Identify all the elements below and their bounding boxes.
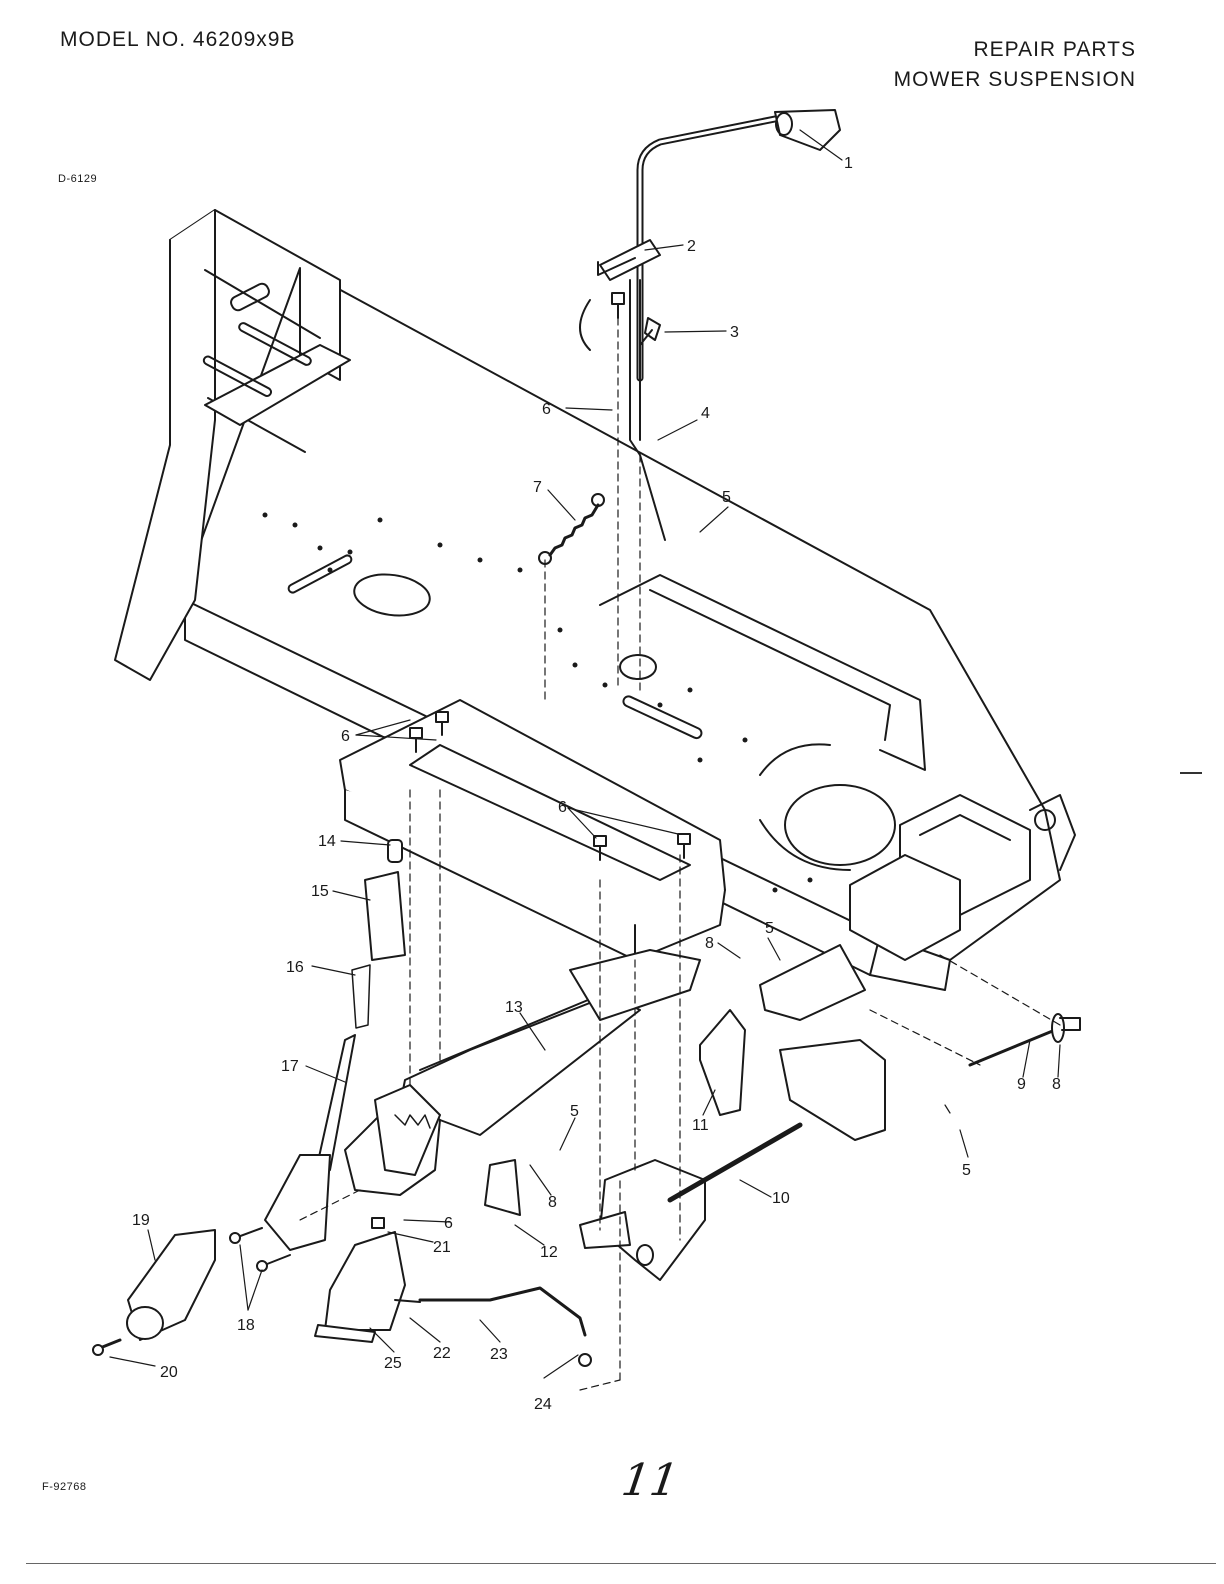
chassis-frame	[114, 209, 1076, 991]
callout-13: 13	[505, 999, 523, 1016]
model-number: MODEL NO. 46209x9B	[60, 28, 296, 51]
lift-linkage	[399, 944, 886, 1281]
link-assembly	[264, 839, 441, 1251]
callout-5d: 5	[962, 1162, 971, 1179]
margin-mark	[1180, 772, 1202, 774]
lift-handle	[636, 109, 841, 382]
callout-8b: 8	[1052, 1076, 1061, 1093]
callout-labels: 1 2 3 4 5 5 5 5 6 6 6 6 7 8 8 8 9 10 11 …	[132, 155, 1061, 1413]
bracket-25-rod-23	[314, 1231, 592, 1367]
callout-2: 2	[687, 238, 696, 255]
callout-6c: 6	[558, 799, 567, 816]
bottom-rule	[26, 1563, 1216, 1564]
callout-18: 18	[237, 1317, 255, 1334]
callout-25: 25	[384, 1355, 402, 1372]
callout-5b: 5	[765, 920, 774, 937]
callout-24: 24	[534, 1396, 552, 1413]
rod	[968, 1013, 1081, 1067]
callout-12: 12	[540, 1244, 558, 1261]
assembly-lines	[299, 317, 1061, 1391]
callout-7: 7	[533, 479, 542, 496]
callout-3: 3	[730, 324, 739, 341]
callout-21: 21	[433, 1239, 451, 1256]
hex-bolts	[371, 292, 691, 1229]
spring	[538, 299, 605, 565]
callout-17: 17	[281, 1058, 299, 1075]
callout-1: 1	[844, 155, 853, 172]
callout-16: 16	[286, 959, 304, 976]
diagram-code: D-6129	[58, 173, 98, 185]
callout-6d: 6	[444, 1215, 453, 1232]
leader-lines	[109, 129, 1061, 1379]
callout-14: 14	[318, 833, 336, 850]
callout-5c: 5	[570, 1103, 579, 1120]
callout-20: 20	[160, 1364, 178, 1381]
callout-4: 4	[701, 405, 710, 422]
title-mower-suspension: MOWER SUSPENSION	[893, 68, 1136, 91]
callout-9: 9	[1017, 1076, 1026, 1093]
bolts-18	[229, 1227, 291, 1272]
callout-23: 23	[490, 1346, 508, 1363]
callout-10: 10	[772, 1190, 790, 1207]
figure-code: F-92768	[42, 1481, 87, 1493]
callout-22: 22	[433, 1345, 451, 1362]
callout-8: 8	[705, 935, 714, 952]
callout-15: 15	[311, 883, 329, 900]
wheel-bracket	[92, 1229, 216, 1356]
callout-6b: 6	[341, 728, 350, 745]
callout-5: 5	[722, 489, 731, 506]
callout-8c: 8	[548, 1194, 557, 1211]
title-repair-parts: REPAIR PARTS	[973, 38, 1136, 61]
callout-19: 19	[132, 1212, 150, 1229]
callout-6: 6	[542, 401, 551, 418]
callout-11: 11	[692, 1117, 709, 1134]
